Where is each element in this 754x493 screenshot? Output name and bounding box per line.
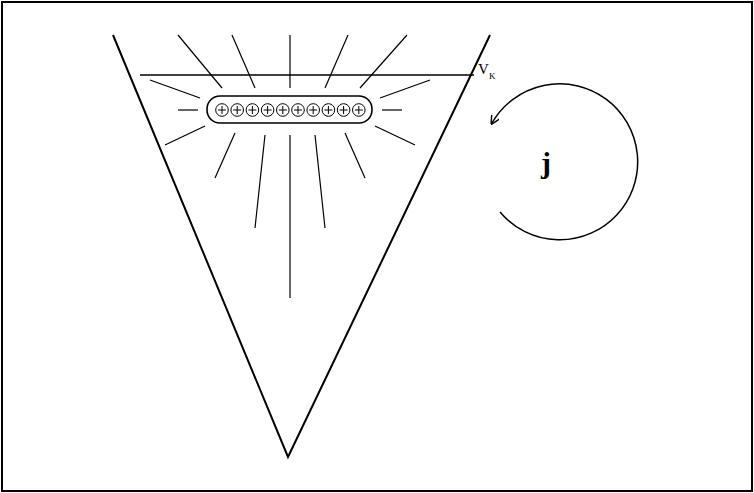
level-line [140,74,474,75]
potential-label: V [478,62,489,77]
field-lines [150,35,430,298]
potential-subscript: K [489,72,496,81]
v-channel [113,35,490,457]
current-loop-arrow [492,84,638,240]
charge-capsule [207,96,372,123]
current-density-label: j [541,148,551,178]
positive-charges [216,104,365,117]
